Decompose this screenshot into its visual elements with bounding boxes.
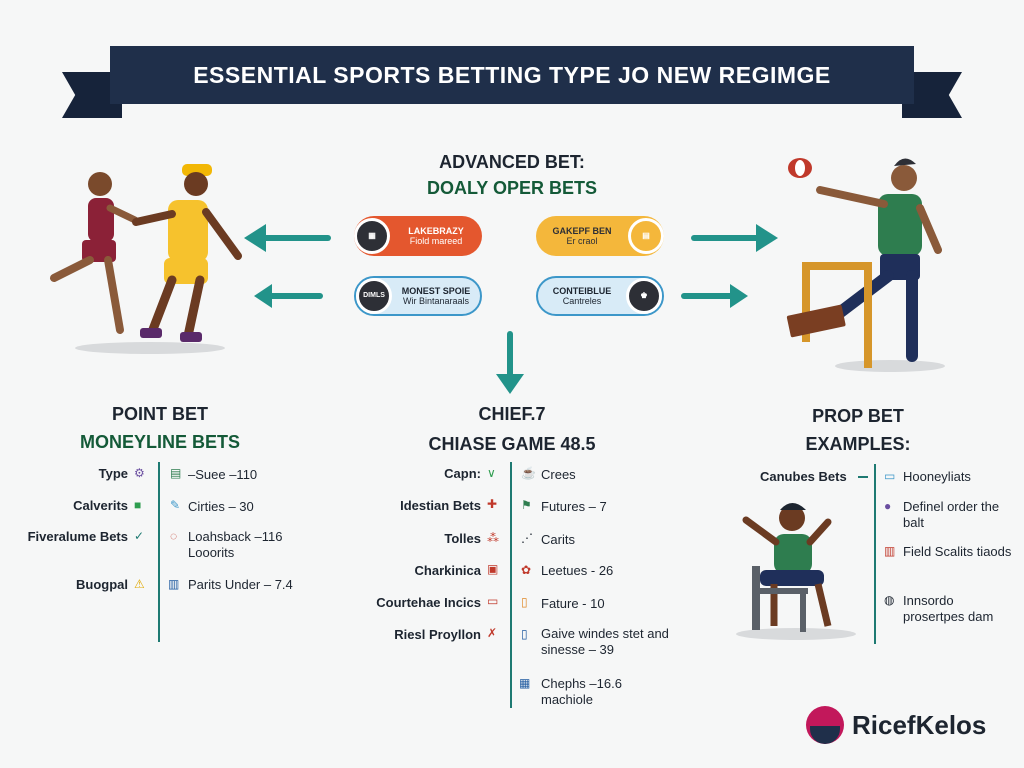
middle-row-label: Riesl Proyllon <box>394 627 481 642</box>
center-heading-2: DOALY OPER BETS <box>426 178 598 198</box>
dice-icon: ⁂ <box>487 531 499 545</box>
dimls-badge: DIMLS <box>356 278 392 314</box>
left-row-label: Fiveralume Bets <box>27 529 128 544</box>
stadium-icon: ▦ <box>354 218 390 254</box>
phone-icon: ▯ <box>521 627 528 641</box>
bike-icon: ⚙ <box>134 466 145 480</box>
left-row-label: Type <box>98 466 128 481</box>
runners-illustration <box>50 164 242 354</box>
middle-row-value: Fature - 10 <box>541 596 605 611</box>
left-row-label: Calverits <box>73 498 128 513</box>
right-heading-1: PROP BET <box>812 406 904 426</box>
middle-row-value: Carits <box>541 532 575 547</box>
check-icon: ∨ <box>487 466 496 480</box>
left-timeline <box>158 462 160 642</box>
page-title: ESSENTIAL SPORTS BETTING TYPE JO NEW REG… <box>193 61 831 88</box>
calendar-icon: ▤ <box>628 218 664 254</box>
pill-title: LAKEBRAZY <box>408 226 464 236</box>
left-row-value: Loahsback –116 Looorits <box>188 529 283 560</box>
middle-row-value: Crees <box>541 467 576 482</box>
middle-timeline <box>510 462 512 708</box>
seated-fan-illustration <box>736 503 856 640</box>
middle-row-label: Courtehae Incics <box>376 595 481 610</box>
ball-icon: ● <box>884 499 892 513</box>
left-row-label: Buogpal <box>76 577 128 592</box>
middle-row-value: Leetues - 26 <box>541 563 614 578</box>
middle-row-value: Futures – 7 <box>541 499 607 514</box>
right-row-value: Innsordo prosertpes dam <box>903 593 994 624</box>
pill-sub: Wir Bintanaraals <box>402 296 470 306</box>
middle-row-label: Charkinica <box>414 563 481 578</box>
title-banner: ESSENTIAL SPORTS BETTING TYPE JO NEW REG… <box>110 46 914 104</box>
connector-tick <box>858 476 868 478</box>
pen-icon: ✎ <box>170 498 181 512</box>
window-icon: ▦ <box>519 676 531 690</box>
dots-icon: ⋰ <box>521 531 533 545</box>
right-row-value: Hooneyliats <box>903 469 971 484</box>
bottle-icon: ▯ <box>521 595 528 609</box>
badge-text: DIMLS <box>363 292 385 299</box>
brand-name: RicefKelos <box>852 709 987 740</box>
player-hurdle-illustration <box>786 158 945 372</box>
pin-icon: ⚑ <box>521 498 532 512</box>
center-heading-1: ADVANCED BET: <box>439 152 585 172</box>
right-timeline <box>874 464 876 644</box>
left-heading-1: POINT BET <box>111 404 208 424</box>
card-icon: ▭ <box>884 469 896 483</box>
pill-title: CONTEIBLUE <box>552 286 612 296</box>
x-icon: ✗ <box>487 626 498 640</box>
pill-title: GAKEPF BEN <box>552 226 612 236</box>
trophy-icon: ♚ <box>626 278 662 314</box>
box-icon: ▣ <box>487 562 499 576</box>
left-heading-2: MONEYLINE BETS <box>79 432 240 452</box>
middle-row-label: Tolles <box>444 531 481 546</box>
right-row-value: Field Scalits tiaods <box>903 544 1012 559</box>
brand-logo: RicefKelos <box>806 706 986 744</box>
left-row-value: –Suee –110 <box>188 467 258 482</box>
brand-logo-icon <box>806 706 844 744</box>
left-row-value: Cirties – 30 <box>188 499 254 514</box>
middle-row-label: Capn: <box>444 466 481 481</box>
right-row-label: Canubes Bets <box>760 469 847 484</box>
middle-row-value: Chephs –16.6 machiole <box>541 676 622 707</box>
globe-icon: ◍ <box>884 593 895 607</box>
middle-row-label: Idestian Bets <box>400 498 481 513</box>
right-heading-2: EXAMPLES: <box>805 434 911 454</box>
arrows <box>244 224 778 394</box>
middle-row-value: Gaive windes stet and sinesse – 39 <box>541 626 669 657</box>
minus-icon: ▭ <box>487 594 499 608</box>
middle-heading-2: CHIASE GAME 48.5 <box>428 434 596 454</box>
bag-icon: ◌ <box>170 529 178 543</box>
chart-icon: ▥ <box>168 577 180 591</box>
field-icon: ▥ <box>884 544 896 558</box>
left-row-value: Parits Under – 7.4 <box>188 577 293 592</box>
cup-icon: ☕ <box>521 466 536 480</box>
warning-icon: ⚠ <box>134 577 145 591</box>
pill-sub: Er craol <box>566 236 598 246</box>
plus-icon: ✚ <box>487 497 498 511</box>
flower-icon: ✿ <box>521 563 532 577</box>
cube-icon: ■ <box>134 498 142 512</box>
right-row-value: Definel order the balt <box>903 499 1000 530</box>
document-icon: ▤ <box>170 466 182 480</box>
pill-sub: Cantreles <box>562 296 602 306</box>
pill-title: MONEST SPOIE <box>401 286 471 296</box>
check-icon: ✓ <box>134 529 145 543</box>
middle-heading-1: CHIEF.7 <box>478 404 546 424</box>
pill-sub: Fiold mareed <box>409 236 463 246</box>
